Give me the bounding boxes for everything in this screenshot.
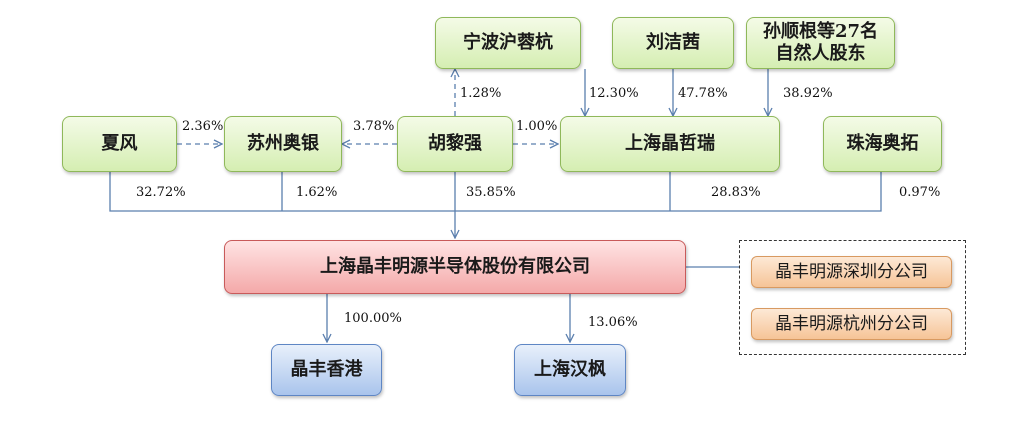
pct-xia-company: 32.72% bbox=[136, 185, 186, 200]
pct-xia-suzhou: 2.36% bbox=[182, 119, 224, 134]
pct-liu-jingzherui: 47.78% bbox=[678, 86, 728, 101]
node-hanfeng: 上海汉枫 bbox=[514, 344, 626, 396]
pct-sun-jingzherui: 38.92% bbox=[783, 86, 833, 101]
pct-hu-ningbo: 1.28% bbox=[460, 86, 502, 101]
pct-jingzherui-company: 28.83% bbox=[711, 185, 761, 200]
node-ningbo: 宁波沪蓉杭 bbox=[435, 17, 581, 69]
pct-ningbo-jingzherui: 12.30% bbox=[589, 86, 639, 101]
node-hangzhou-branch: 晶丰明源杭州分公司 bbox=[751, 308, 952, 340]
pct-zhuhai-company: 0.97% bbox=[899, 185, 941, 200]
node-jingzherui: 上海晶哲瑞 bbox=[560, 116, 780, 172]
node-hk: 晶丰香港 bbox=[271, 344, 382, 396]
node-liu: 刘洁茜 bbox=[612, 17, 734, 69]
node-hu: 胡黎强 bbox=[397, 116, 513, 172]
node-sun-line1: 孙顺根等27名 bbox=[762, 21, 879, 42]
node-zhuhai: 珠海奥拓 bbox=[823, 116, 942, 172]
branch-group bbox=[739, 240, 966, 355]
node-sun-line2: 自然人股东 bbox=[775, 43, 866, 64]
edge-shareholders-company bbox=[109, 172, 882, 212]
node-shenzhen-branch: 晶丰明源深圳分公司 bbox=[751, 256, 952, 288]
pct-company-hk: 100.00% bbox=[344, 311, 402, 326]
pct-hu-suzhou: 3.78% bbox=[353, 119, 395, 134]
pct-suzhou-company: 1.62% bbox=[296, 185, 338, 200]
pct-hu-company: 35.85% bbox=[466, 185, 516, 200]
pct-hu-jingzherui: 1.00% bbox=[516, 119, 558, 134]
node-xiafeng: 夏风 bbox=[62, 116, 177, 172]
node-sun: 孙顺根等27名 自然人股东 bbox=[746, 17, 895, 69]
node-suzhou: 苏州奥银 bbox=[224, 116, 342, 172]
node-company: 上海晶丰明源半导体股份有限公司 bbox=[224, 240, 686, 294]
pct-company-hanfeng: 13.06% bbox=[588, 315, 638, 330]
